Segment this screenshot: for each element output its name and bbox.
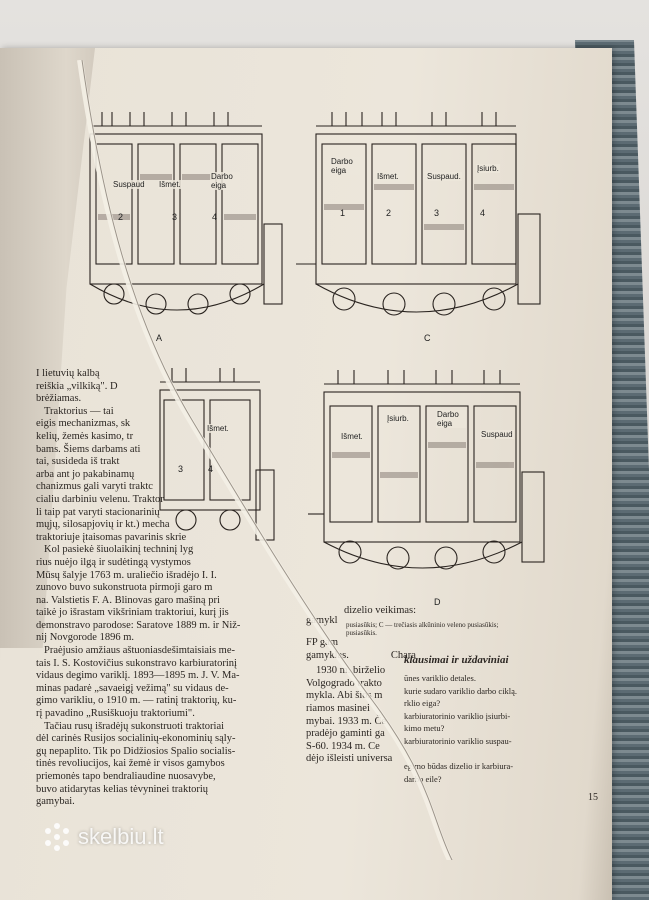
questions-heading: klausimai ir uždaviniai xyxy=(404,654,509,666)
left-text-line: buvo atidarytas kelias tėvyninei traktor… xyxy=(36,783,209,795)
fig-c-stroke-power: Darbo eiga xyxy=(330,157,360,175)
fig-c-cyl-1: 1 xyxy=(340,208,346,218)
left-text-line: gimo varikliu, o 1910 m. — ratinį trakto… xyxy=(36,695,237,707)
question-line: kurie sudaro variklio darbo ciklą. xyxy=(404,685,518,696)
left-text-line: tinės revoliucijos, kai žemė ir visos ga… xyxy=(36,758,225,770)
right-text-line: gamykl xyxy=(306,615,338,626)
right-text-line: riamos masinei xyxy=(306,702,370,714)
right-text-line: mybai. 1933 m. Če xyxy=(306,715,387,727)
watermark-logo-icon xyxy=(45,823,69,851)
right-text-line: gamyklas. xyxy=(306,649,349,661)
caption-fragment: dizelio veikimas: xyxy=(344,605,416,618)
left-text-column: I lietuvių kalbą reiškia „vilkiką". D br… xyxy=(36,368,306,809)
question-line: darbo eile? xyxy=(404,773,442,784)
caption-line: dizelio veikimas: xyxy=(344,605,417,616)
figure-a-diagram xyxy=(82,104,292,344)
questions-list: ūnes variklio detales. kurie sudaro vari… xyxy=(404,672,517,785)
right-text-line: mykla. Abi šios m xyxy=(306,690,383,702)
figure-c-diagram xyxy=(296,104,554,336)
left-text-line: traktoriuje įtaisomas pavarinis skrie xyxy=(36,531,187,543)
left-text-line: mųjų, silosapjovių ir kt.) mecha xyxy=(36,519,170,531)
left-text-line: gų nepaplito. Tik po Didžiosios Spalio s… xyxy=(36,745,236,757)
left-text-line: rį pavadino „Rusiškuoju traktoriumi". xyxy=(36,708,195,720)
left-text-line: tai, susideda iš trakt xyxy=(36,456,120,468)
left-text-line: dėl carinės Rusijos socialinių-ekonomini… xyxy=(36,733,236,745)
fig-c-stroke-exhaust: Išmet. xyxy=(376,172,400,181)
left-text-line: reiškia „vilkiką". D xyxy=(36,380,118,392)
left-text-line: taikė jo išrastam vikšriniam traktoriui,… xyxy=(36,607,229,619)
left-text-line: li taip pat varyti stacionarinių xyxy=(36,506,160,518)
left-text-line: kelių, žemės kasimo, tr xyxy=(36,430,134,442)
fig-a-stroke-exhaust: Išmet. xyxy=(158,180,182,189)
fig-c-cyl-2: 2 xyxy=(386,208,392,218)
left-text-line: gamybai. xyxy=(36,796,75,808)
right-text-column-2: FP gam gamyklas. Chara 1930 m. birželio … xyxy=(306,637,416,766)
left-text-line: rius nuėjo ilgą ir sudėtingą vystymos xyxy=(36,556,191,568)
fig-a-cyl-2: 2 xyxy=(118,212,124,222)
left-text-line: tais I. S. Kostovičius sukonstravo karbi… xyxy=(36,657,237,669)
left-text-line: eigis mechanizmas, sk xyxy=(36,418,131,430)
question-line: egimo būdas dizelio ir karbiura- xyxy=(404,761,514,772)
left-text-line: priemonės tapo bendraliaudine nuosavybe, xyxy=(36,771,216,782)
fig-a-stroke-compression: Suspaud xyxy=(112,180,146,189)
fig-d-stroke-power: Darbo eiga xyxy=(436,410,466,428)
question-line: karbiuratorinio variklio įsiurbi- xyxy=(404,710,511,721)
right-text-column: gamykl xyxy=(306,615,338,628)
fig-d-label: D xyxy=(434,597,441,607)
left-text-line: chanizmus gali varyti traktc xyxy=(36,481,153,493)
right-text-line: pradėjo gaminti ga xyxy=(306,728,385,740)
right-text-line: dėjo išleisti universa xyxy=(306,753,393,765)
fig-c-stroke-compression: Suspaud. xyxy=(426,172,462,181)
caption-small-1: pusiasūkis; xyxy=(346,621,378,629)
fig-a-cyl-3: 3 xyxy=(172,212,178,222)
caption-small-3: pusiasūkis. xyxy=(346,629,377,637)
left-text-line: I lietuvių kalbą xyxy=(36,368,100,379)
fig-a-stroke-power: Darbo eiga xyxy=(210,172,240,190)
fig-c-label: C xyxy=(424,333,431,343)
figure-d-diagram xyxy=(308,362,556,594)
left-text-line: demonstravo parodose: Saratove 1889 m. i… xyxy=(36,619,241,631)
fig-c-stroke-intake: Įsiurb. xyxy=(476,164,500,173)
fig-a-cyl-4: 4 xyxy=(212,212,218,222)
page-number: 15 xyxy=(588,792,598,803)
left-text-line: cialiu darbiniu velenu. Traktor xyxy=(36,493,164,505)
left-text-line: Mūsų šalyje 1763 m. uraliečio išradėjo I… xyxy=(36,569,217,581)
question-line xyxy=(404,748,517,761)
question-line: rklio eiga? xyxy=(404,698,441,709)
caption-small-2: C — trečiasis alkūninio veleno pusiasūki… xyxy=(378,621,499,629)
left-text-line: minas padarė „savaeigį vežimą" su vidaus… xyxy=(36,682,229,694)
watermark-text: skelbiu.lt xyxy=(78,824,164,849)
left-text-line: brėžiamas. xyxy=(36,393,82,405)
left-text-line: na. Valstietis F. A. Blinovas garo mašin… xyxy=(36,594,220,606)
left-text-line: vidaus degimo variklį. 1893—1895 m. J. V… xyxy=(36,670,240,682)
left-text-line: bams. Šiems darbams ati xyxy=(36,443,141,455)
fig-d-stroke-exhaust: Išmet. xyxy=(340,432,364,441)
fig-d-stroke-intake: Įsiurb. xyxy=(386,414,410,423)
left-text-line: arba ant jo pakabinamų xyxy=(36,468,135,480)
left-text-line: zunovo buvo sukonstruota pirmoji garo m xyxy=(36,582,213,594)
question-line: ūnes variklio detales. xyxy=(404,673,476,683)
left-text-line: nij Novgorode 1896 m. xyxy=(36,632,134,644)
left-text-line: Praėjusio amžiaus aštuoniasdešimtaisiais… xyxy=(44,645,235,657)
left-text-line: Traktorius — tai xyxy=(44,405,114,417)
fig-c-cyl-3: 3 xyxy=(434,208,440,218)
fig-d-stroke-compression: Suspaud xyxy=(480,430,514,439)
right-text-line: Volgogrado trakto xyxy=(306,677,382,689)
right-text-line: FP gam xyxy=(306,637,338,648)
left-text-line: Tačiau rusų išradėjų sukonstruoti trakto… xyxy=(44,720,225,732)
watermark: skelbiu.lt xyxy=(42,822,164,852)
fig-c-cyl-4: 4 xyxy=(480,208,486,218)
question-line: karbiuratorinio variklio suspau- xyxy=(404,735,512,746)
left-text-line: Kol pasiekė šiuolaikinį techninį lyg xyxy=(44,544,194,556)
fig-a-label: A xyxy=(156,333,163,343)
question-line: kimo metu? xyxy=(404,723,445,734)
right-text-line: 1930 m. birželio xyxy=(316,665,386,677)
caption-small: pusiasūkis; C — trečiasis alkūninio vele… xyxy=(346,621,498,637)
right-text-line: S-60. 1934 m. Ce xyxy=(306,740,380,752)
